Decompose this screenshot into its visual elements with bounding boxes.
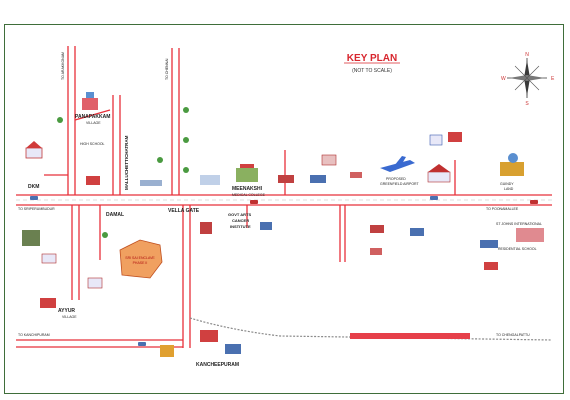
hospital-icon	[236, 168, 258, 182]
label-panapakkam: PANAPAKKAM	[75, 114, 110, 120]
label-to-kanchipuram: TO KANCHIPURAM	[18, 333, 50, 337]
building-icon	[86, 176, 100, 185]
tree-icon	[57, 117, 63, 123]
roof-icon	[428, 164, 450, 172]
playground-icon	[500, 162, 524, 176]
map-subtitle: (NOT TO SCALE)	[352, 68, 392, 74]
label-to-arakkonam: TO ARAKKONAM	[61, 52, 65, 80]
label-international-school: ST JOHNS INTERNATIONAL	[496, 222, 542, 226]
building-icons	[22, 92, 544, 357]
building-icon	[200, 330, 218, 342]
car-icon	[30, 196, 38, 200]
car-icon	[138, 342, 146, 346]
compass-e: E	[551, 76, 555, 82]
airplane-icon	[380, 156, 415, 172]
label-govt-arts: GOVT ARTS	[228, 212, 252, 217]
building-icon	[86, 92, 94, 98]
building-icon	[260, 222, 272, 230]
label-medical-college: MEDICAL COLLEGE	[232, 193, 266, 197]
label-ayyur-village: VILLAGE	[62, 315, 77, 319]
enclave-sublabel: PHASE II	[133, 261, 148, 265]
building-icon	[370, 225, 384, 233]
label-dkm: DKM	[28, 184, 39, 190]
label-residential-school: RESIDENTIAL SCHOOL	[498, 247, 537, 251]
label-to-chennai: TO CHENNAI	[165, 58, 169, 80]
building-icon	[429, 134, 443, 146]
label-to-chengalpattu: TO CHENGALPATTU	[496, 333, 530, 337]
label-ayyur: AYYUR	[58, 308, 75, 314]
building-icon	[448, 132, 462, 142]
building-icon	[140, 180, 162, 186]
school-icon	[516, 228, 544, 242]
road-network	[16, 46, 552, 348]
building-icon	[225, 344, 241, 354]
car-icon	[430, 196, 438, 200]
label-airport: GREENFIELD AIRPORT	[380, 182, 420, 186]
label-land: LAND	[504, 187, 514, 191]
building-icon	[278, 175, 294, 183]
building-icon	[410, 228, 424, 236]
car-icon	[530, 200, 538, 204]
label-cancer: CANCER	[232, 218, 249, 223]
tree-icon	[157, 157, 163, 163]
car-icons	[30, 196, 538, 346]
enclave-label: SRI SAI ENCLAVE	[125, 256, 155, 260]
label-guindy: GUINDY	[500, 182, 514, 186]
building-icon	[41, 253, 57, 264]
label-malluchettichatram: MALLUCHETTICHATRAM	[124, 135, 129, 190]
railway-platform	[350, 333, 470, 339]
label-to-poonamallee: TO POONAMALLEE	[486, 207, 519, 211]
compass-s: S	[525, 101, 529, 107]
dome-icon	[508, 153, 518, 163]
label-to-sriperumbudur: TO SRIPERUMBUDUR	[18, 207, 55, 211]
tree-icon	[183, 137, 189, 143]
temple-icon	[160, 345, 174, 357]
label-panapakkam-village: VILLAGE	[86, 121, 101, 125]
label-kancheepuram: KANCHEEPURAM	[196, 362, 239, 368]
building-icon	[310, 175, 326, 183]
building-icon	[200, 175, 220, 185]
label-school: HIGH SCHOOL	[80, 142, 105, 146]
building-icon	[321, 154, 337, 166]
building-icon	[350, 172, 362, 178]
compass-icon: N S E W	[501, 52, 555, 107]
map-frame	[4, 24, 564, 394]
map-title: KEY PLAN	[347, 53, 397, 64]
building-icon	[82, 98, 98, 110]
railway-line	[189, 317, 553, 341]
building-icon	[484, 262, 498, 270]
building-icon	[370, 248, 382, 255]
photo-icon	[22, 230, 40, 246]
tree-icon	[183, 107, 189, 113]
roof-icon	[26, 141, 42, 148]
building-icon	[87, 277, 103, 289]
car-icon	[250, 200, 258, 204]
building-icon	[480, 240, 498, 248]
building-icon	[427, 171, 451, 183]
enclave-site: SRI SAI ENCLAVE PHASE II	[119, 239, 163, 279]
compass-w: W	[501, 76, 506, 82]
building-icon	[200, 222, 212, 234]
label-proposed: PROPOSED	[386, 177, 406, 181]
label-vella-gate: VELLA GATE	[168, 208, 200, 214]
label-damal: DAMAL	[106, 212, 124, 218]
building-icon	[25, 147, 43, 159]
tree-icon	[102, 232, 108, 238]
label-institute: INSTITUTE	[230, 224, 251, 229]
tree-icon	[183, 167, 189, 173]
tree-icons	[57, 107, 189, 238]
label-meenakshi: MEENAKSHI	[232, 186, 263, 192]
building-icon	[40, 298, 56, 308]
compass-n: N	[525, 52, 529, 58]
